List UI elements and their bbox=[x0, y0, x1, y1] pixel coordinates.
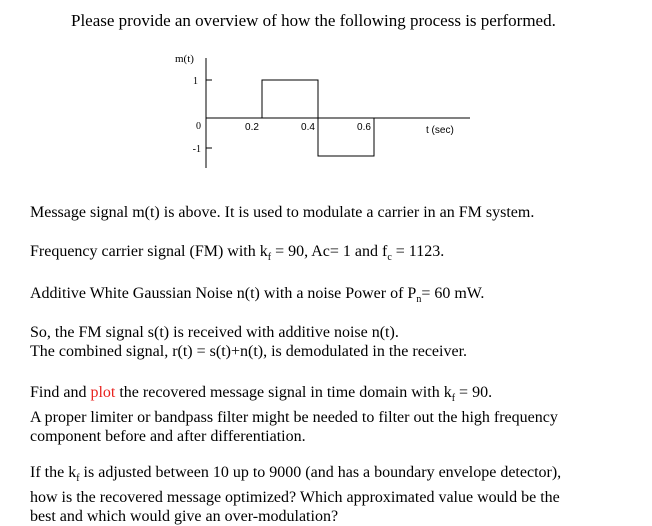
p6-text-b: is adjusted between 10 up to 9000 (and h… bbox=[79, 464, 562, 481]
paragraph-carrier: Frequency carrier signal (FM) with kf = … bbox=[30, 242, 444, 267]
question-heading: Please provide an overview of how the fo… bbox=[71, 11, 556, 30]
signal-pulse-positive bbox=[261, 79, 319, 119]
p2-sub-c: c bbox=[387, 252, 392, 264]
p6-line2: how is the recovered message optimized? … bbox=[30, 489, 560, 507]
plot-y-tick-label-neg1: -1 bbox=[193, 144, 201, 155]
p2-sub-f: f bbox=[267, 252, 272, 264]
p3-text-b: = 60 mW. bbox=[421, 285, 485, 302]
p4-line1: So, the FM signal s(t) is received with … bbox=[30, 324, 399, 341]
paragraph-received-signal: So, the FM signal s(t) is received with … bbox=[30, 323, 467, 361]
p2-text-b: = 90, Ac= 1 and f bbox=[271, 243, 388, 260]
paragraph-kf-adjusted: If the kf is adjusted between 10 up to 9… bbox=[30, 463, 561, 526]
plot-ylabel: m(t) bbox=[175, 53, 194, 65]
p6-sub-f: f bbox=[76, 473, 80, 485]
p5-text-c: = 90. bbox=[455, 384, 493, 401]
plot-highlight-word: plot bbox=[90, 384, 116, 401]
message-signal-plot: m(t) 1 0 -1 0.2 0.4 0.6 t (sec) bbox=[175, 53, 470, 168]
p5-line3: component before and after differentiati… bbox=[30, 428, 306, 446]
p1-text: Message signal m(t) is above. It is used… bbox=[30, 204, 535, 221]
plot-y-tick-label-1: 1 bbox=[193, 76, 198, 87]
p2-text-a: Frequency carrier signal (FM) with k bbox=[30, 243, 268, 260]
signal-pulse-negative bbox=[317, 117, 375, 157]
plot-x-tick-label-0.6: 0.6 bbox=[357, 122, 371, 133]
p3-text-a: Additive White Gaussian Noise n(t) with … bbox=[30, 285, 417, 302]
p2-text-c: = 1123. bbox=[391, 243, 445, 260]
p6-text-a: If the k bbox=[30, 464, 77, 481]
paragraph-noise: Additive White Gaussian Noise n(t) with … bbox=[30, 284, 484, 309]
p3-sub-n: n bbox=[416, 294, 422, 306]
p5-text-b: the recovered message signal in time dom… bbox=[115, 384, 452, 401]
p5-line2: A proper limiter or bandpass filter migh… bbox=[30, 409, 558, 427]
p6-line3: best and which would give an over-modula… bbox=[30, 508, 339, 526]
plot-x-tick-label-0.2: 0.2 bbox=[245, 122, 259, 133]
p4-line2: The combined signal, r(t) = s(t)+n(t), i… bbox=[30, 343, 468, 360]
p5-text-a: Find and bbox=[30, 384, 91, 401]
plot-y-tick-label-0: 0 bbox=[196, 121, 201, 132]
paragraph-find-and-plot: Find and plot the recovered message sign… bbox=[30, 383, 558, 446]
plot-xlabel: t (sec) bbox=[426, 125, 454, 136]
p5-sub-f: f bbox=[451, 393, 456, 405]
plot-x-tick-label-0.4: 0.4 bbox=[301, 122, 315, 133]
paragraph-message-signal: Message signal m(t) is above. It is used… bbox=[30, 203, 534, 222]
